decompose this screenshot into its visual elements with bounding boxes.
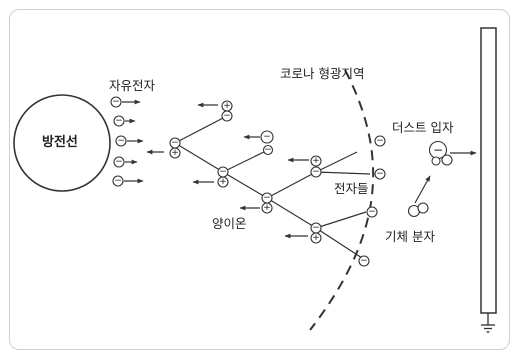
electron bbox=[366, 206, 378, 218]
free-electron bbox=[112, 175, 124, 187]
svg-text:−: − bbox=[368, 207, 376, 217]
dust-particle bbox=[441, 154, 453, 166]
positive-ion bbox=[261, 202, 273, 214]
dust-particle bbox=[431, 156, 441, 166]
motion-arrows bbox=[122, 99, 477, 239]
particles bbox=[110, 96, 453, 267]
corona-region-label: 코로나 형광지역 bbox=[280, 66, 365, 81]
svg-text:−: − bbox=[171, 138, 179, 148]
electron bbox=[374, 135, 386, 147]
svg-text:+: + bbox=[219, 177, 227, 187]
svg-text:−: − bbox=[117, 136, 125, 146]
free-electron bbox=[113, 115, 125, 127]
positive-ion bbox=[217, 176, 229, 188]
svg-text:+: + bbox=[223, 101, 231, 111]
svg-text:−: − bbox=[112, 97, 120, 107]
svg-text:+: + bbox=[312, 233, 320, 243]
electron bbox=[310, 166, 322, 178]
electron bbox=[374, 168, 386, 180]
svg-text:−: − bbox=[376, 136, 384, 146]
discharge-wire-label: 방전선 bbox=[42, 135, 78, 150]
svg-text:−: − bbox=[219, 167, 227, 177]
gas-molecule-atom bbox=[417, 202, 429, 214]
avalanche-paths bbox=[174, 116, 371, 259]
svg-text:−: − bbox=[263, 132, 271, 142]
electron bbox=[221, 110, 233, 122]
svg-text:−: − bbox=[115, 116, 123, 126]
svg-text:−: − bbox=[263, 193, 271, 203]
svg-text:+: + bbox=[263, 203, 271, 213]
positive-ions-label: 양이온 bbox=[212, 216, 247, 231]
electron bbox=[262, 144, 274, 156]
svg-text:−: − bbox=[114, 176, 122, 186]
svg-text:−: − bbox=[360, 256, 368, 266]
svg-text:−: − bbox=[376, 169, 384, 179]
collecting-plate bbox=[480, 27, 497, 314]
free-electron bbox=[110, 96, 122, 108]
positive-ion bbox=[310, 232, 322, 244]
corona-boundary bbox=[309, 69, 375, 331]
svg-text:−: − bbox=[433, 143, 443, 157]
svg-text:−: − bbox=[312, 223, 320, 233]
gas-molecule-label: 기체 분자 bbox=[385, 229, 435, 244]
svg-text:+: + bbox=[312, 156, 320, 166]
electrons-label: 전자들 bbox=[334, 181, 369, 196]
discharge-wire bbox=[13, 94, 111, 192]
svg-text:−: − bbox=[264, 145, 272, 155]
dust-particle-label: 더스트 입자 bbox=[392, 120, 454, 135]
svg-text:−: − bbox=[115, 157, 123, 167]
electron bbox=[260, 130, 274, 144]
svg-text:−: − bbox=[312, 167, 320, 177]
svg-text:−: − bbox=[223, 111, 231, 121]
electron bbox=[358, 255, 370, 267]
free-electron bbox=[115, 135, 127, 147]
free-electrons-label: 자유전자 bbox=[109, 78, 156, 93]
positive-ion bbox=[310, 155, 322, 167]
svg-text:+: + bbox=[171, 148, 179, 158]
positive-ion bbox=[169, 147, 181, 159]
free-electron bbox=[113, 156, 125, 168]
charge-signs: − − − − − − + + − − − − + − + + − − + − … bbox=[112, 97, 443, 266]
